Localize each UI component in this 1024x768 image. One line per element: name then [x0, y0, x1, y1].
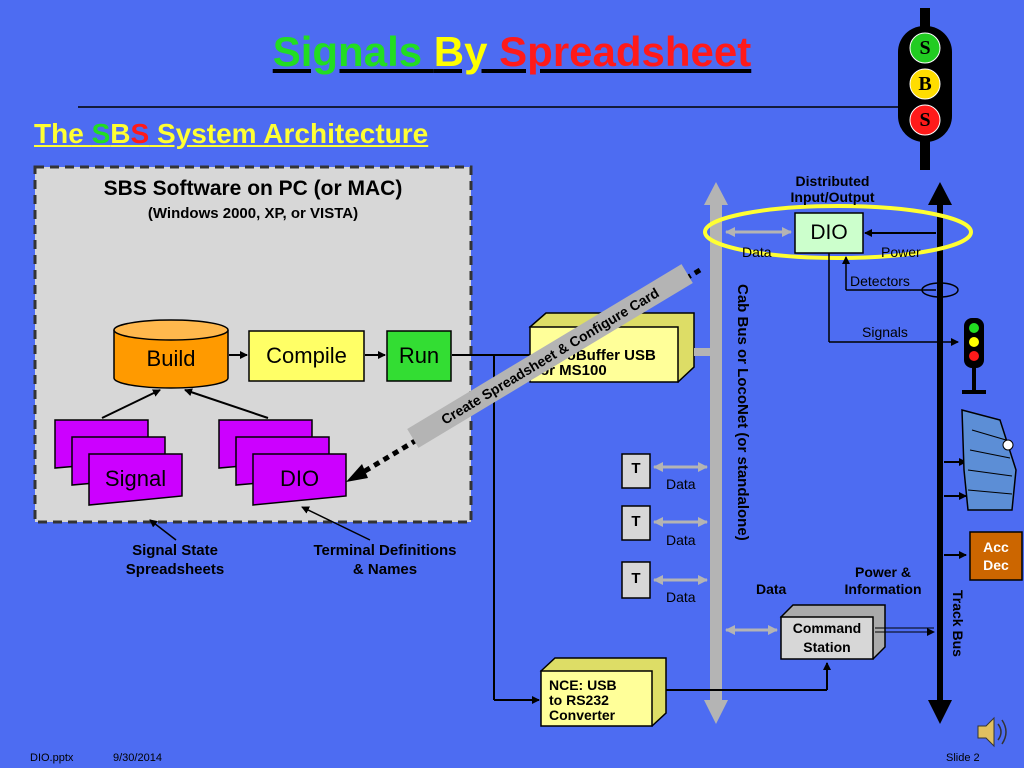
compile-box: [248, 330, 365, 382]
signal-state-line-2: Spreadsheets: [125, 561, 225, 578]
terminal-def-callout: [301, 506, 371, 541]
build-cylinder: [113, 319, 229, 389]
dio-power-label: Power: [881, 244, 921, 260]
subtitle-b: B: [110, 118, 131, 149]
dio-to-build-arrow: [184, 388, 269, 419]
throttle-box-2: [621, 505, 651, 541]
throttle-box-1: [621, 453, 651, 489]
locobuffer-line-2: or MS100: [540, 362, 607, 379]
footer-date: 9/30/2014: [113, 752, 162, 764]
signal-sheet-label: Signal: [104, 466, 167, 491]
title-part-signals: Signals: [272, 28, 434, 75]
dio-data-label: Data: [742, 244, 772, 260]
title-part-spreadsheet: Spreadsheet: [487, 28, 752, 75]
power-info-line-1: Power &: [854, 564, 911, 580]
signals-label: Signals: [862, 324, 908, 340]
run-box: [386, 330, 452, 382]
dio-module-label: DIO: [810, 221, 848, 244]
throttle-box-3: [621, 561, 651, 599]
logo-letter-top: S: [919, 37, 931, 59]
throttle-data-label-1: Data: [666, 476, 696, 492]
command-data-label: Data: [756, 581, 787, 597]
title-part-by: By: [433, 28, 488, 75]
pc-box-subtitle: (Windows 2000, XP, or VISTA): [147, 205, 359, 222]
command-line-2: Station: [803, 639, 851, 655]
dio-highlight-ellipse: [703, 204, 973, 260]
run-label: Run: [398, 343, 440, 368]
track-bus-bottom-arrow: [928, 700, 952, 724]
cab-bus-label: Cab Bus or LocoNet (or standalone): [734, 284, 751, 541]
speaker-icon[interactable]: [977, 716, 1007, 748]
footer-file: DIO.pptx: [30, 752, 74, 764]
acc-dec-label: Acc Dec: [970, 538, 1022, 574]
throttle-data-label-2: Data: [666, 532, 696, 548]
sbs-logo-icon: [898, 8, 952, 170]
command-station-label: Command Station: [781, 619, 873, 657]
nce-line-1: NCE: USB: [549, 677, 617, 693]
locomotive-icon: [961, 409, 1017, 511]
create-spreadsheet-arrowhead: [346, 464, 368, 482]
logo-letter-middle: B: [918, 73, 932, 95]
detector-ellipse: [921, 282, 959, 298]
subtitle-rest: System Architecture: [149, 118, 429, 149]
dio-module-box: [794, 212, 864, 254]
detectors-label: Detectors: [850, 273, 910, 289]
dio-sheet-stack: [218, 419, 347, 506]
cab-bus-top-arrow: [704, 182, 728, 205]
pc-box-title: SBS Software on PC (or MAC): [103, 177, 403, 200]
subtitle-the: The: [34, 118, 92, 149]
acc-dec-box: [969, 531, 1023, 581]
signal-state-callout: [149, 519, 177, 541]
throttle-data-label-3: Data: [666, 589, 696, 605]
cab-bus-bottom-arrow: [704, 700, 728, 724]
signal-state-line-1: Signal State: [132, 542, 218, 559]
signal-to-build-arrow: [101, 389, 161, 419]
track-bus-top-arrow: [928, 182, 952, 205]
build-label: Build: [146, 346, 196, 371]
power-info-label: Power & Information: [828, 564, 938, 598]
signal-sheet-stack: [54, 419, 183, 506]
compile-label: Compile: [266, 343, 347, 368]
slide-title: Signals By Spreadsheet: [0, 28, 1024, 76]
nce-converter-box: [539, 657, 667, 727]
signal-state-label: Signal State Spreadsheets: [100, 541, 250, 579]
subtitle-s1: S: [91, 118, 111, 149]
logo-letter-bottom: S: [919, 109, 931, 131]
terminal-def-label: Terminal Definitions & Names: [290, 541, 480, 579]
command-line-1: Command: [792, 620, 862, 636]
acc-line: Acc: [983, 539, 1009, 555]
distributed-io-label: Distributed Input/Output: [770, 173, 895, 205]
dec-line: Dec: [983, 557, 1009, 573]
nce-line-3: Converter: [549, 707, 616, 723]
throttle-label-2: T: [631, 513, 641, 530]
dio-sheet-label: DIO: [279, 466, 320, 491]
throttle-label-3: T: [631, 570, 641, 587]
subtitle-s2: S: [130, 118, 150, 149]
distributed-line-2: Input/Output: [790, 189, 875, 205]
slide-subtitle: The SBS System Architecture: [34, 118, 428, 150]
footer-slide-number: Slide 2: [946, 752, 980, 764]
throttle-label-1: T: [631, 460, 641, 477]
distributed-line-1: Distributed: [795, 173, 870, 189]
trackside-signal-icon: [962, 318, 986, 394]
command-station-box: [779, 604, 886, 660]
track-bus-label: Track Bus: [950, 590, 966, 657]
terminal-def-line-1: Terminal Definitions: [313, 542, 457, 559]
nce-line-2: to RS232: [549, 692, 609, 708]
nce-label: NCE: USB to RS232 Converter: [549, 678, 617, 723]
terminal-def-line-2: & Names: [352, 561, 418, 578]
power-info-line-2: Information: [844, 581, 922, 597]
